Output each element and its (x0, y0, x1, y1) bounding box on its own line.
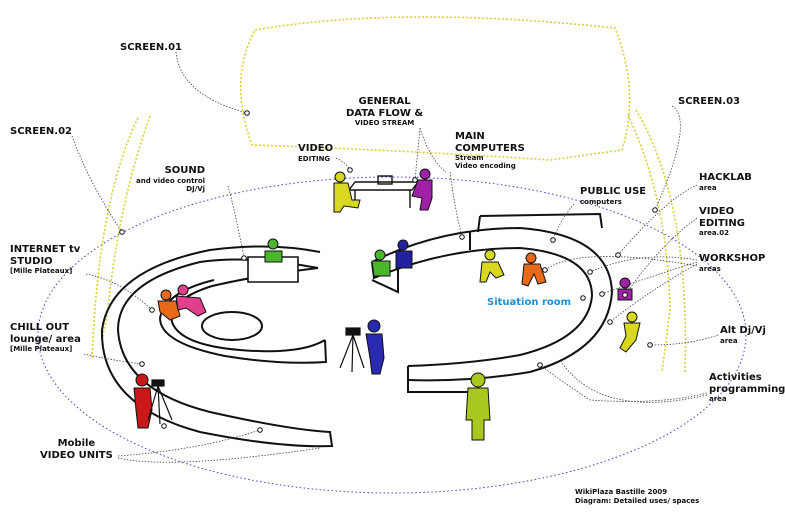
video-editing-02-line-2: EDITING (699, 217, 745, 229)
floor-boundary-ellipse (37, 176, 747, 494)
label-screen-03: SCREEN.03 (678, 96, 740, 107)
alt-dj-title: Alt Dj/Vj (720, 325, 766, 336)
label-workshop: WORKSHOP areas (699, 253, 765, 273)
label-activities: Activities programming area (709, 372, 785, 403)
screen-03-outline (627, 109, 687, 373)
figure-lounge-orange (157, 289, 181, 321)
camera-tripod-mobile (147, 379, 173, 425)
camera-tripod-center (339, 327, 365, 373)
label-sound: SOUND and video control DJ/Vj (136, 165, 205, 193)
credit-subtitle: Diagram: Detailed uses/ spaces (575, 497, 700, 506)
label-general-data-flow: GENERAL DATA FLOW & VIDEO STREAM (346, 96, 423, 127)
label-chill-out: CHILL OUT lounge/ area [Mille Plateaux] (10, 322, 81, 353)
alt-dj-sub: area (720, 336, 738, 345)
sound-sub-1: and video control (136, 176, 206, 185)
figure-activities-lime (465, 372, 491, 441)
hacklab-sub: area (699, 183, 717, 192)
general-data-flow-sub: VIDEO STREAM (354, 119, 415, 127)
main-computers-sub-1: Stream (455, 154, 484, 162)
activities-line-1: Activities (709, 372, 762, 383)
video-editing-02-line-1: VIDEO (699, 206, 735, 217)
label-alt-dj: Alt Dj/Vj area (720, 325, 766, 345)
public-use-sub: computers (580, 197, 622, 206)
main-computers-line-2: COMPUTERS (455, 142, 525, 154)
label-screen-02: SCREEN.02 (10, 126, 72, 137)
video-editing-sub: EDITING (298, 154, 331, 163)
label-screen-01: SCREEN.01 (120, 42, 182, 53)
figure-sound-green (264, 238, 283, 263)
main-computers-line-1: MAIN (455, 131, 485, 142)
internet-tv-line-2: STUDIO (10, 255, 53, 267)
figure-public-yellow (479, 249, 505, 283)
activities-sub: area (709, 395, 727, 403)
main-computers-sub-2: Video encoding (455, 162, 516, 171)
chill-out-sub: [Mille Plateaux] (10, 345, 73, 353)
figure-mobile-red (133, 373, 153, 429)
general-data-flow-line-2: DATA FLOW & (346, 107, 424, 119)
video-editing-title: VIDEO (298, 143, 334, 154)
label-main-computers: MAIN COMPUTERS Stream Video encoding (455, 131, 525, 170)
figure-public-orange (521, 252, 547, 287)
figure-lounge-pink (175, 284, 207, 317)
figure-public-blue (395, 239, 413, 269)
figure-video-editor-yellow (333, 171, 361, 213)
public-use-title: PUBLIC USE (580, 186, 647, 197)
internet-tv-sub: [Mille Plateaux] (10, 267, 73, 275)
workshop-title: WORKSHOP (699, 253, 766, 264)
activities-line-2: programming (709, 383, 785, 395)
hacklab-title: HACKLAB (699, 172, 752, 183)
sound-title: SOUND (164, 165, 206, 176)
general-data-flow-line-1: GENERAL (358, 96, 411, 107)
mobile-video-line-1: Mobile (57, 438, 96, 449)
label-video-editing: VIDEO EDITING (298, 143, 333, 163)
label-situation-room: Situation room (487, 297, 572, 308)
label-mobile-video: Mobile VIDEO UNITS (40, 438, 113, 461)
figure-camera-operator-blue (365, 319, 385, 375)
internet-tv-line-1: INTERNET tv (10, 244, 81, 255)
screen-02-outline (91, 115, 151, 361)
label-internet-tv: INTERNET tv STUDIO [Mille Plateaux] (10, 244, 80, 275)
leader-lines (71, 51, 719, 463)
video-editing-02-sub: area.02 (699, 229, 730, 237)
mobile-video-line-2: VIDEO UNITS (40, 449, 113, 461)
figure-video-editor-purple (411, 168, 433, 211)
figure-public-green (371, 249, 391, 277)
chill-out-line-1: CHILL OUT (10, 322, 70, 333)
chill-out-line-2: lounge/ area (10, 333, 81, 345)
label-video-editing-02: VIDEO EDITING area.02 (699, 206, 745, 237)
screen-01-outline (239, 16, 631, 161)
workshop-sub: areas (699, 264, 721, 273)
right-horseshoe-platform (371, 212, 614, 393)
credit-block: WikiPlaza Bastille 2009 Diagram: Detaile… (575, 488, 699, 506)
label-hacklab: HACKLAB area (699, 172, 752, 192)
figure-altdj-yellow (619, 311, 641, 353)
sound-sub-2: DJ/Vj (186, 184, 206, 193)
label-public-use: PUBLIC USE computers (580, 186, 646, 206)
leader-dots (119, 110, 658, 433)
credit-title: WikiPlaza Bastille 2009 (575, 488, 668, 496)
